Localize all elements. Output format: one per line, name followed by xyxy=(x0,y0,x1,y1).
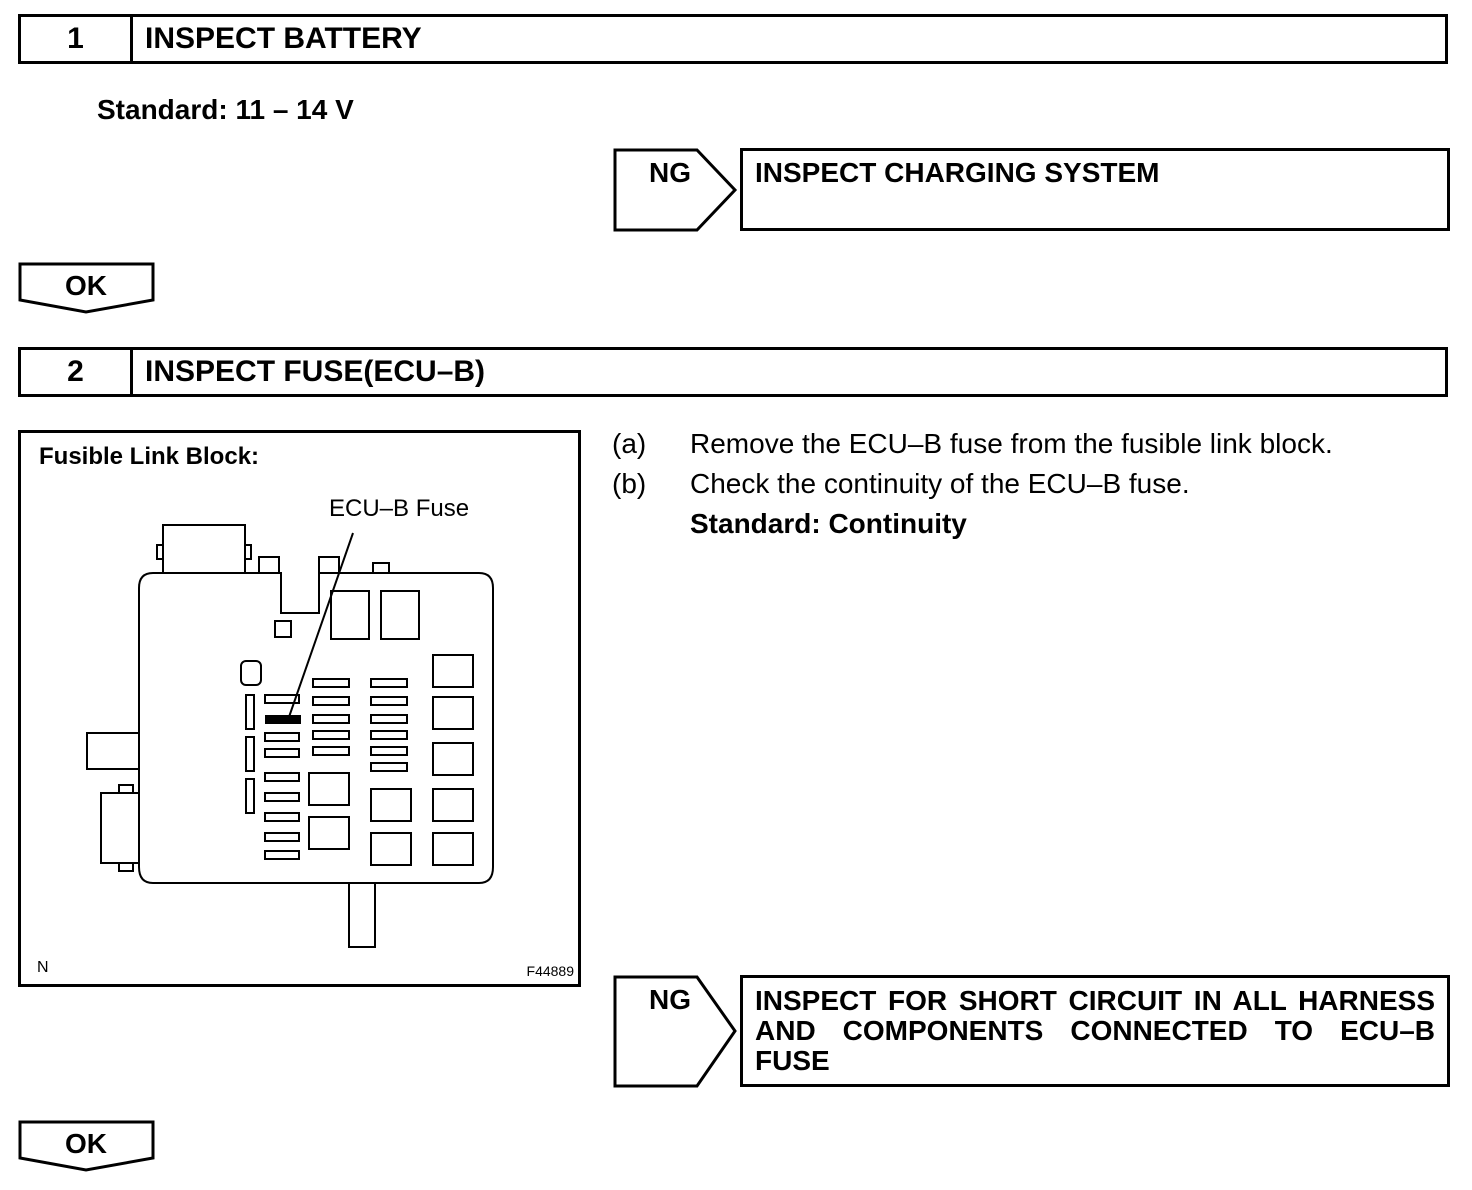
instruction-text: Check the continuity of the ECU–B fuse. xyxy=(690,468,1190,499)
instruction-b: (b) Check the continuity of the ECU–B fu… xyxy=(612,468,1452,504)
instruction-text: Remove the ECU–B fuse from the fusible l… xyxy=(690,428,1333,459)
step-number: 1 xyxy=(21,17,133,61)
ng-action-box: INSPECT FOR SHORT CIRCUIT IN ALL HARNESS… xyxy=(740,975,1450,1087)
ok-label: OK xyxy=(65,1128,107,1159)
figure-caption: Fusible Link Block: xyxy=(39,443,260,470)
figure-id: F44889 xyxy=(526,963,574,979)
instruction-letter: (b) xyxy=(612,468,647,499)
ok-arrow-icon xyxy=(18,262,155,314)
step-1-standard: Standard: 11 – 14 V xyxy=(97,94,354,125)
instruction-letter: (a) xyxy=(612,428,647,459)
ok-arrow-icon xyxy=(18,1120,155,1172)
step-title: INSPECT BATTERY xyxy=(145,22,422,55)
fusible-link-block-figure: Fusible Link Block: ECU–B Fuse N F44889 xyxy=(18,430,581,987)
ng-arrow-icon xyxy=(613,148,738,232)
fusible-link-block-drawing xyxy=(86,524,494,948)
step-2-header: 2 INSPECT FUSE(ECU–B) xyxy=(18,347,1448,397)
step-title: INSPECT FUSE(ECU–B) xyxy=(145,355,486,388)
ok-label: OK xyxy=(65,270,107,301)
ng-label: NG xyxy=(649,984,691,1015)
instruction-a: (a) Remove the ECU–B fuse from the fusib… xyxy=(612,428,1452,464)
figure-corner-mark: N xyxy=(37,959,49,976)
ng-label: NG xyxy=(649,157,691,188)
ecu-b-fuse-highlight xyxy=(265,715,301,724)
step-2-standard: Standard: Continuity xyxy=(690,508,967,539)
ng-action-box: INSPECT CHARGING SYSTEM xyxy=(740,148,1450,231)
step-number: 2 xyxy=(21,350,133,394)
figure-callout: ECU–B Fuse xyxy=(329,495,470,522)
ng-arrow-icon xyxy=(613,975,737,1088)
step-1-header: 1 INSPECT BATTERY xyxy=(18,14,1448,64)
